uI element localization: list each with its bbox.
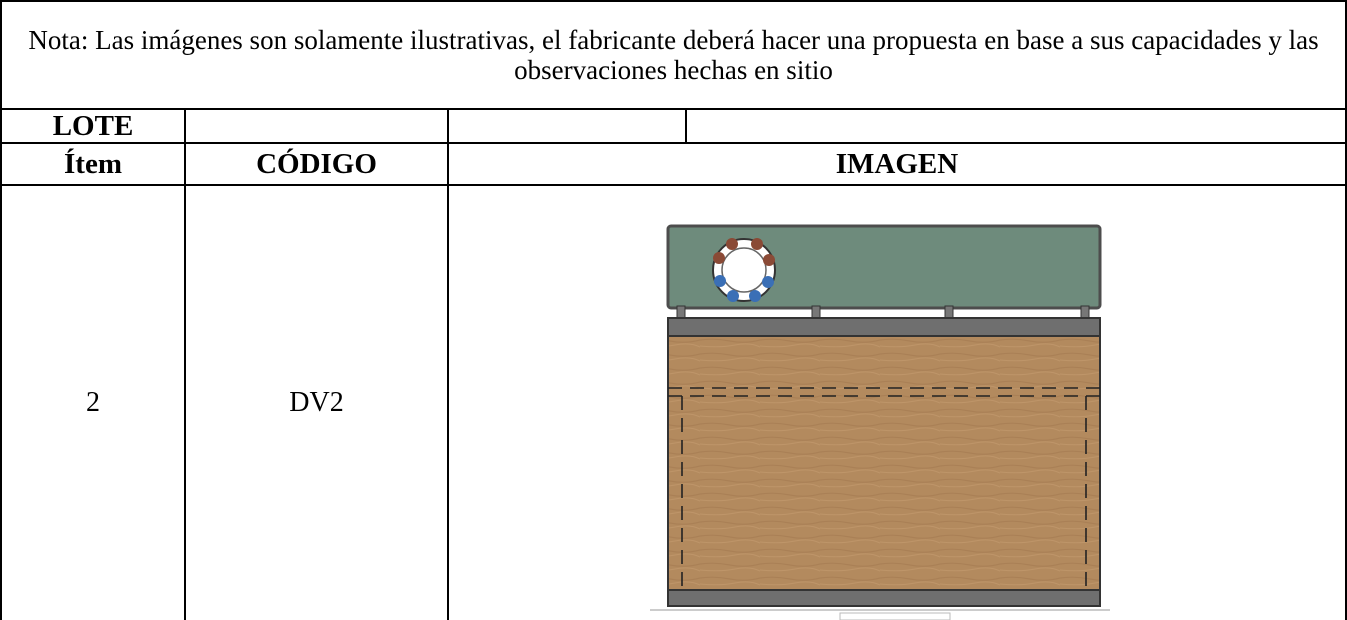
table-border-right: [1345, 0, 1347, 620]
column-divider-2: [447, 108, 449, 620]
column-divider-1: [184, 108, 186, 620]
table-border-row1: [0, 108, 1347, 110]
row-code-value: DV2: [289, 387, 344, 418]
column-divider-lot: [685, 108, 687, 143]
table-border-row2: [0, 142, 1347, 144]
product-illustration: [650, 224, 1110, 620]
row-item-value: 2: [86, 387, 100, 418]
wooden-body: [667, 335, 1101, 607]
lot-label: LOTE: [52, 109, 134, 142]
header-item: Ítem: [64, 147, 122, 180]
lot-extra-cell-1: [449, 110, 685, 142]
header-image: IMAGEN: [835, 147, 959, 180]
lot-extra-cell-2: [687, 110, 1345, 142]
top-rail: [667, 317, 1101, 337]
table-border-top: [0, 0, 1347, 2]
table-border-row3: [0, 184, 1347, 186]
bottom-rail: [667, 589, 1101, 607]
green-panel: [666, 224, 1102, 310]
lot-value-cell: [186, 110, 447, 142]
panel-logo-icon: [712, 238, 776, 302]
header-code: CÓDIGO: [256, 147, 377, 180]
note-text: Nota: Las imágenes son solamente ilustra…: [28, 25, 1319, 85]
table-border-left: [0, 0, 2, 620]
